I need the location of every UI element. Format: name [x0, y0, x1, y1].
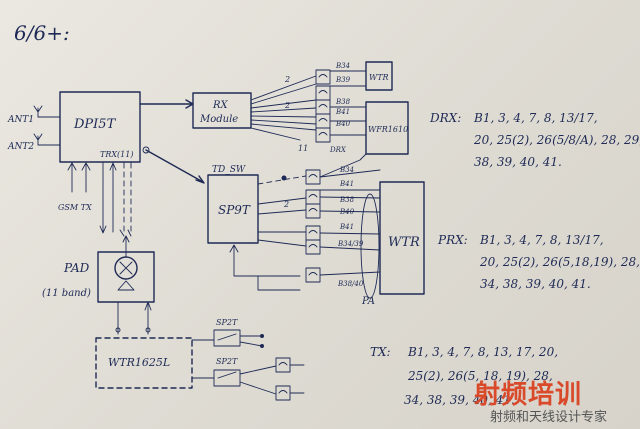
filter-icon: [306, 190, 320, 204]
drx-label: DRX: [329, 146, 347, 154]
count-2c: 2: [283, 200, 289, 209]
sp2t-a-lines: [192, 334, 262, 346]
filter-icon: [316, 100, 330, 114]
drx-bands-line: B1, 3, 4, 7, 8, 13/17,: [473, 111, 598, 125]
sp2t-box-a: [214, 330, 240, 346]
wtr-main-label: WTR: [388, 235, 420, 250]
filter-icon: [276, 386, 290, 400]
watermark-subtitle: 射频和天线设计专家: [490, 410, 607, 426]
junction-dot: [282, 176, 287, 181]
filter-label: B41: [339, 223, 354, 231]
prx-bands-line: B1, 3, 4, 7, 8, 13/17,: [479, 233, 604, 247]
ant1-label: ANT1: [7, 115, 34, 125]
watermark: 射频培训 射频和天线设计专家: [472, 378, 640, 429]
filter-label: B38: [335, 98, 351, 106]
pad-up-arrow: [123, 236, 129, 257]
count-2a: 2: [284, 75, 290, 84]
filter-label: B34/39: [337, 240, 364, 248]
prx-bands-line: 34, 38, 39, 40, 41.: [480, 277, 591, 291]
filter-icon: [316, 86, 330, 100]
filter-icon: [306, 204, 320, 218]
pad-label-2: (11 band): [42, 288, 91, 299]
filter-icon: [306, 268, 320, 282]
connector-dot: [260, 344, 264, 348]
amplifier-icon: [118, 281, 134, 290]
prx-bands-line: 20, 25(2), 26(5,18,19), 28,: [479, 255, 640, 269]
dpi5t-label: DPI5T: [73, 117, 117, 132]
pad-switch-icon: [120, 262, 132, 274]
pad-box: [98, 252, 154, 302]
filter-glyphs: [279, 363, 287, 394]
return-arrow: [230, 245, 300, 276]
wfr1610-label: WFR1610: [368, 125, 408, 134]
filter-label: B38/40: [337, 280, 364, 288]
drx-bands-label: DRX:: [429, 111, 461, 125]
trx-ticks: [120, 230, 131, 236]
filter-icon: [276, 358, 290, 372]
gsm-tx-label: GSM TX: [58, 203, 92, 212]
pad-label-1: PAD: [63, 261, 90, 275]
page-title: 6/6+:: [14, 21, 70, 45]
dpi-to-rx-arrow: [140, 100, 193, 108]
trx-label: TRX(11): [100, 150, 133, 159]
prx-bands-label: PRX:: [437, 233, 468, 247]
pa-outline: [361, 194, 379, 298]
filter-icon: [316, 70, 330, 84]
filter-label: B34: [339, 166, 354, 174]
count-11: 11: [298, 144, 308, 153]
sp2t-label-b: SP2T: [216, 357, 238, 366]
filter-label: B39: [335, 76, 351, 84]
pa-label: PA: [361, 296, 375, 307]
filter-label: B41: [335, 108, 350, 116]
return-arrow-lower: [258, 276, 300, 290]
filter-icon: [306, 240, 320, 254]
filter-icon: [306, 170, 320, 184]
gsm-tx-arrows: [68, 163, 90, 192]
wtr-small-label: WTR: [369, 73, 389, 82]
dpi-to-sp9t-arrow: [146, 150, 204, 183]
filter-icon: [306, 226, 320, 240]
rx-module-line1: RX: [212, 100, 229, 111]
ant2-label: ANT2: [7, 142, 34, 152]
tx-bands-label: TX:: [370, 345, 391, 359]
filter-label: B34: [335, 62, 350, 70]
drx-bands-line: 38, 39, 40, 41.: [474, 155, 562, 169]
trx-dots: [124, 163, 131, 232]
sp9t-out-lines: [258, 198, 306, 246]
watermark-title: 射频培训: [474, 380, 582, 410]
filter-icon: [316, 114, 330, 128]
td-sw-label: TD_SW: [212, 165, 246, 175]
filter-label: B40: [339, 208, 355, 216]
antenna-2-icon: [34, 134, 60, 145]
filter-label: B41: [339, 180, 354, 188]
sp9t-label: SP9T: [218, 203, 251, 217]
rx-fanout: [251, 76, 316, 140]
connector-dot: [260, 334, 264, 338]
tx-bands-line: B1, 3, 4, 7, 8, 13, 17, 20,: [407, 345, 558, 359]
trx-lines: [100, 163, 116, 233]
filter-stubs: [290, 365, 304, 393]
drx-bands-line: 20, 25(2), 26(5/8/A), 28, 29,: [473, 133, 640, 147]
antenna-1-icon: [34, 106, 60, 117]
rx-module-line2: Module: [199, 114, 238, 125]
count-2b: 2: [284, 101, 290, 110]
filter-icon: [316, 128, 330, 142]
sp2t-label-a: SP2T: [216, 318, 238, 327]
wtr1625l-label: WTR1625L: [108, 356, 170, 369]
